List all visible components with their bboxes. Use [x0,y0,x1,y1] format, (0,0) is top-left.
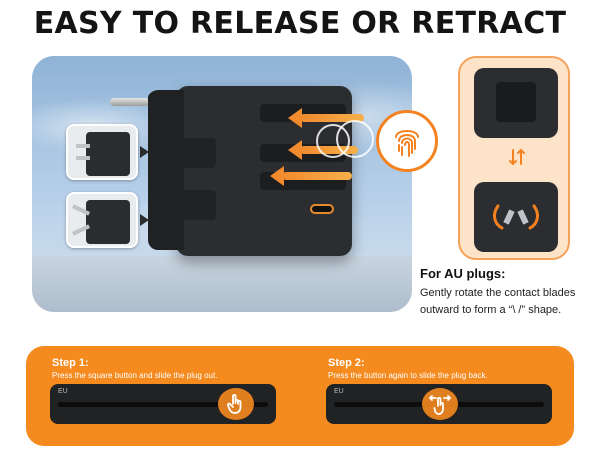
travel-adapter [148,86,352,256]
eu-plug-pins [110,92,176,114]
au-plug-closed-image [474,68,558,138]
outlet [180,190,216,220]
arrow-right-icon [140,214,149,226]
step-2-slider-rail: EU [326,384,552,424]
rail-label: EU [334,388,344,395]
ground-surface [32,256,412,312]
thumbnail-plug-retracted [66,124,138,180]
fingerprint-icon [395,130,419,157]
step-2-title: Step 2: [328,357,365,369]
au-plug-detail-panel [458,56,570,260]
fingerprint-badge [376,110,438,172]
au-plug-open-image [474,182,558,252]
step-1-slider-rail: EU [50,384,276,424]
step-1-description: Press the square button and slide the pl… [52,371,218,380]
arrow-left-icon [270,166,352,186]
au-line-1: Gently rotate the contact blades [420,287,576,299]
swap-arrows-icon [509,148,525,166]
step-2-description: Press the button again to slide the plug… [328,371,488,380]
rail-label: EU [58,388,68,395]
au-line-2: outward to form a “\ /” shape. [420,304,562,316]
rotate-arrows-icon [493,204,539,230]
au-title: For AU plugs: [420,266,506,281]
motion-ring [336,120,374,158]
usb-c-port [310,204,334,214]
headline: EASY TO RELEASE OR RETRACT [33,6,567,41]
outlet [180,138,216,168]
hand-press-icon [218,388,254,420]
au-description: Gently rotate the contact blades outward… [420,285,598,319]
hand-slide-icon [422,388,458,420]
adapter-side-panel [148,90,184,250]
step-1-title: Step 1: [52,357,89,369]
arrow-right-icon [140,146,149,158]
arrow-left-icon [288,108,364,128]
thumbnail-plug-extended [66,192,138,248]
